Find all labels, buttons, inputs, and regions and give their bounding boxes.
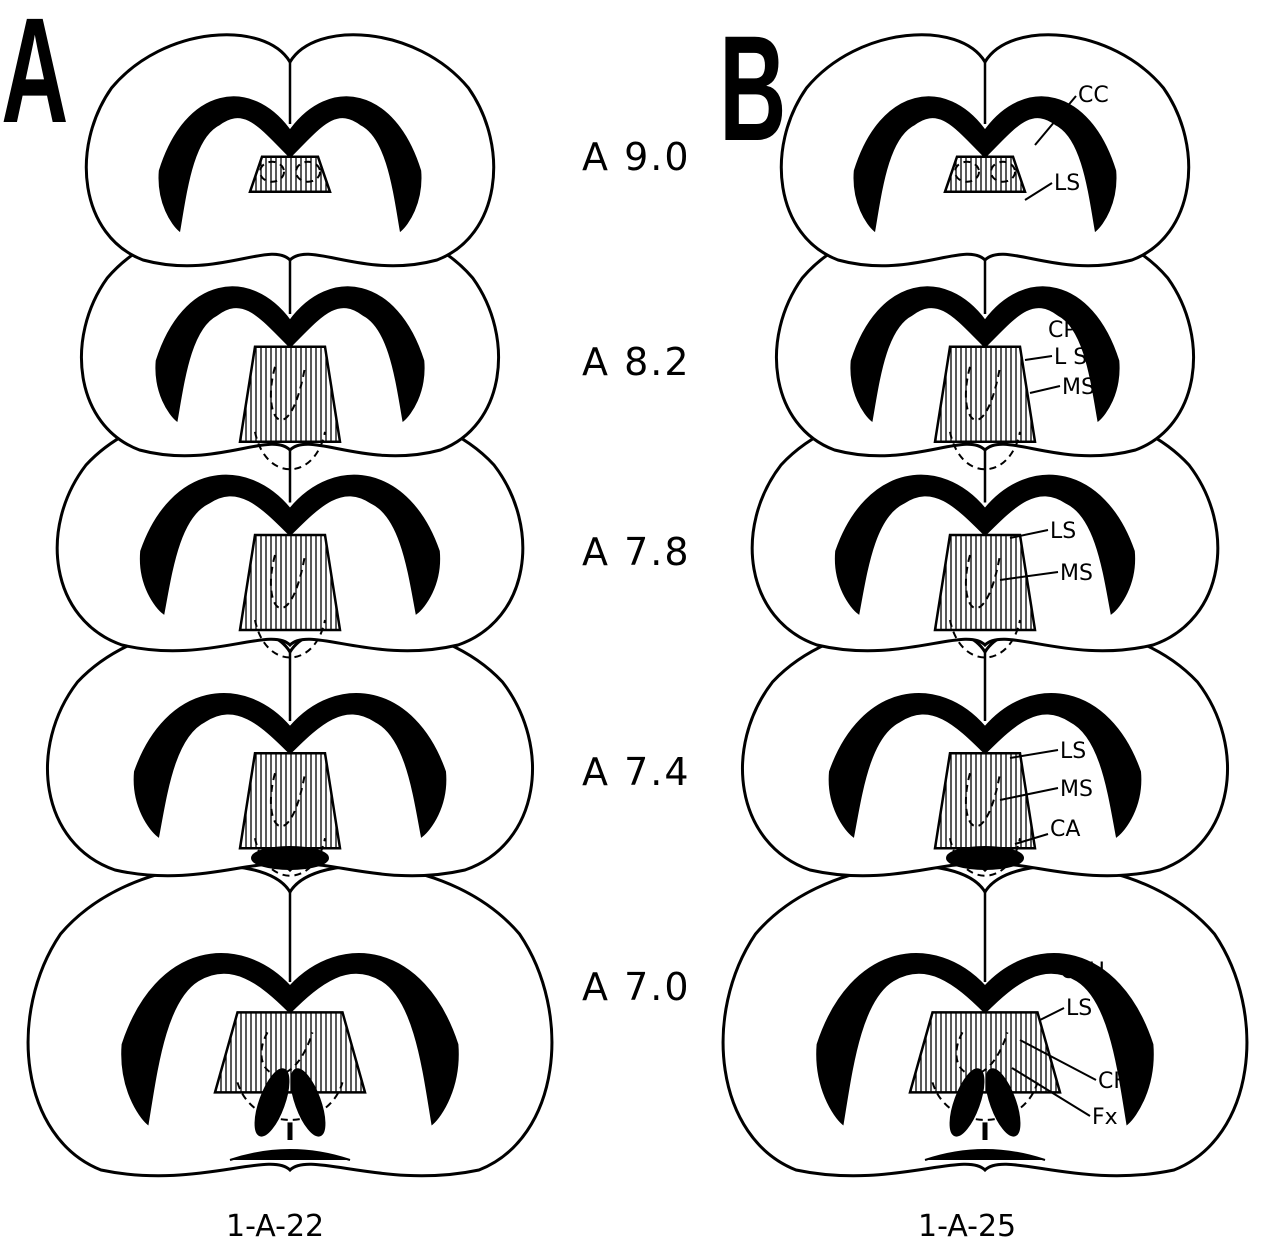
- label-cpu-a70: CPU: [1060, 959, 1105, 984]
- label-ls-a70: LS: [1066, 996, 1092, 1021]
- label-ch: CH: [1098, 1069, 1130, 1094]
- level-label-a90: A 9.0: [582, 135, 691, 179]
- section-b-a70: [723, 866, 1247, 1176]
- label-cpu-a82: CPU: [1048, 318, 1093, 343]
- septal-lesion: [240, 535, 340, 630]
- level-label-a82: A 8.2: [582, 340, 691, 384]
- section-a-a74: [48, 625, 533, 876]
- section-a-a90: [86, 35, 493, 266]
- label-ms-a74: MS: [1060, 777, 1093, 802]
- label-ms-a82: MS: [1062, 375, 1095, 400]
- case-label-a: 1-A-22: [226, 1209, 324, 1243]
- septal-lesion: [240, 347, 340, 442]
- septal-lesion: [240, 753, 340, 848]
- column-a-sections: [28, 35, 552, 1176]
- section-b-a74: [743, 625, 1228, 876]
- label-ms-a78: MS: [1060, 561, 1093, 586]
- case-label-b: 1-A-25: [918, 1209, 1016, 1243]
- anterior-commissure: [252, 847, 328, 869]
- label-ca: CA: [1050, 817, 1080, 842]
- panel-letter-a: A: [1, 0, 68, 154]
- label-cc: CC: [1078, 83, 1109, 108]
- level-label-a74: A 7.4: [582, 750, 691, 794]
- septal-lesion: [935, 535, 1035, 630]
- column-b-sections: [723, 35, 1247, 1176]
- label-ls-a90: LS: [1054, 171, 1080, 196]
- septal-lesion: [215, 1012, 365, 1092]
- label-ls-a78: LS: [1050, 519, 1076, 544]
- panel-letter-b: B: [719, 5, 786, 172]
- level-label-a70: A 7.0: [582, 965, 691, 1009]
- label-fx: Fx: [1092, 1105, 1118, 1130]
- level-label-a78: A 7.8: [582, 530, 691, 574]
- septal-lesion: [935, 347, 1035, 442]
- section-a-a70: [28, 866, 552, 1176]
- label-ls-a82: L S: [1054, 345, 1087, 370]
- anterior-commissure: [947, 847, 1023, 869]
- septal-lesion: [250, 157, 330, 192]
- septal-lesion: [910, 1012, 1060, 1092]
- septal-lesion: [945, 157, 1025, 192]
- label-ls-a74: LS: [1060, 739, 1086, 764]
- section-b-a90: [781, 35, 1188, 266]
- septal-lesion: [935, 753, 1035, 848]
